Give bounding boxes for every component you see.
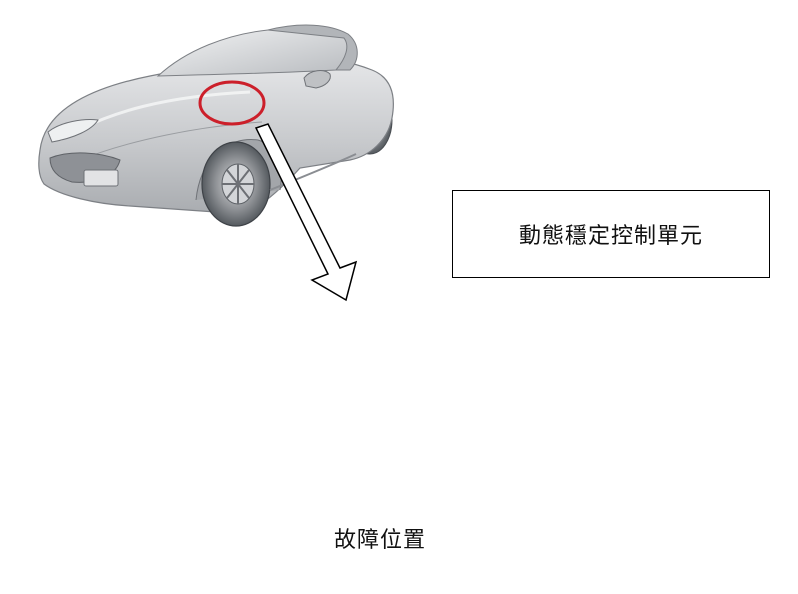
windshield: [156, 28, 349, 77]
component-label: 動態穩定控制單元: [518, 224, 703, 249]
side-skirt: [269, 153, 357, 191]
wheel-spokes: [222, 164, 254, 204]
fault-location-label: 故障位置: [333, 528, 426, 553]
license-plate: [83, 169, 119, 187]
car-body: [38, 57, 394, 215]
component-label-box: 動態穩定控制單元: [452, 190, 770, 278]
soft-top: [267, 24, 358, 71]
car-highlight-circle: [198, 80, 266, 126]
side-mirror: [303, 70, 331, 89]
pointer-arrow: [254, 123, 358, 302]
headlight: [47, 119, 99, 143]
car-illustration: [38, 24, 394, 227]
